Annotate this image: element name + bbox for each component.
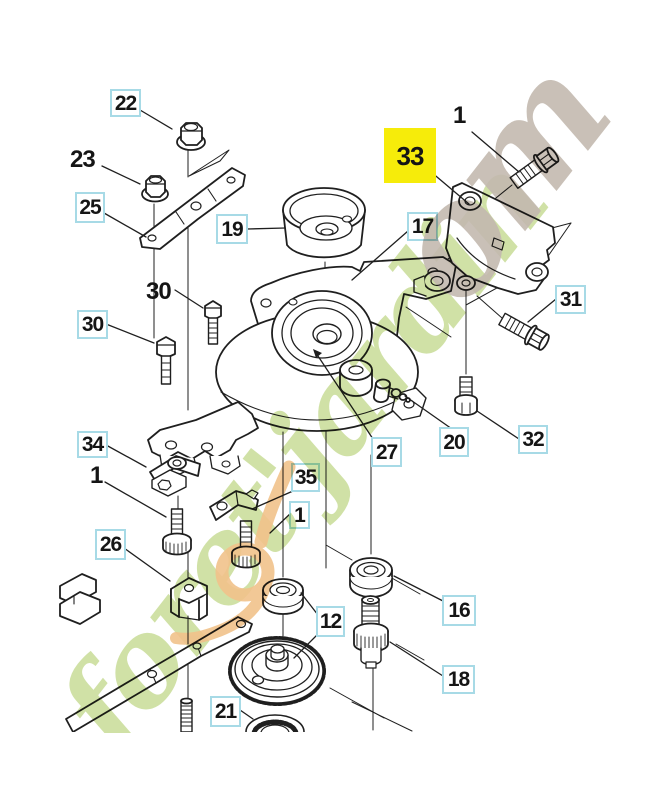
part-nut-23 [141, 175, 169, 203]
callout-1-left[interactable]: 1 [90, 461, 103, 489]
part-splined-hub [245, 714, 305, 737]
part-bolt-30-upper [204, 300, 222, 345]
part-bearing-16 [349, 557, 393, 598]
part-bolt-1-top [509, 146, 560, 189]
part-cup-19 [282, 187, 366, 259]
part-bolt-32 [454, 376, 478, 416]
part-clamp-34 [149, 455, 201, 497]
callout-18[interactable]: 18 [442, 665, 475, 694]
arrow-27 [313, 349, 322, 358]
callout-19[interactable]: 19 [216, 214, 248, 244]
part-screw-1-left [162, 508, 192, 556]
callout-12[interactable]: 12 [316, 606, 345, 637]
part-bearing-12 [262, 578, 304, 615]
callout-35[interactable]: 35 [291, 463, 320, 492]
callout-34[interactable]: 34 [77, 431, 108, 458]
callout-27[interactable]: 27 [371, 437, 402, 467]
callout-25[interactable]: 25 [75, 192, 105, 223]
part-screw-1-right [231, 520, 261, 569]
callout-16[interactable]: 16 [442, 595, 476, 626]
part-grease-fitting-20 [372, 378, 411, 403]
part-nut-22 [176, 122, 206, 151]
part-bolt-30-lower [156, 336, 176, 385]
callout-30-lower[interactable]: 30 [77, 310, 108, 339]
watermark-orange-swirl [170, 460, 296, 645]
callout-22[interactable]: 22 [110, 89, 141, 117]
callout-17[interactable]: 17 [407, 212, 438, 241]
part-adjuster-18 [353, 595, 389, 669]
part-angle-bracket-left [59, 573, 101, 625]
part-clamp-35 [209, 489, 259, 521]
part-stud-bottom [180, 697, 193, 733]
callout-33-highlighted[interactable]: 33 [384, 128, 436, 183]
callout-26[interactable]: 26 [95, 529, 126, 560]
callout-20[interactable]: 20 [439, 427, 469, 457]
callout-1-top[interactable]: 1 [453, 102, 466, 129]
part-housing [147, 256, 457, 475]
callout-1-mid[interactable]: 1 [289, 501, 310, 529]
callout-21[interactable]: 21 [210, 696, 241, 727]
callout-31[interactable]: 31 [555, 285, 586, 314]
callout-30-upper[interactable]: 30 [146, 277, 172, 305]
part-bolt-31 [498, 312, 550, 351]
callout-23[interactable]: 23 [70, 145, 96, 173]
watermark-main-text: foret'jardin [26, 135, 573, 733]
part-clip-26 [170, 577, 208, 621]
part-gear-pulley [228, 636, 326, 706]
callout-32[interactable]: 32 [518, 425, 548, 454]
